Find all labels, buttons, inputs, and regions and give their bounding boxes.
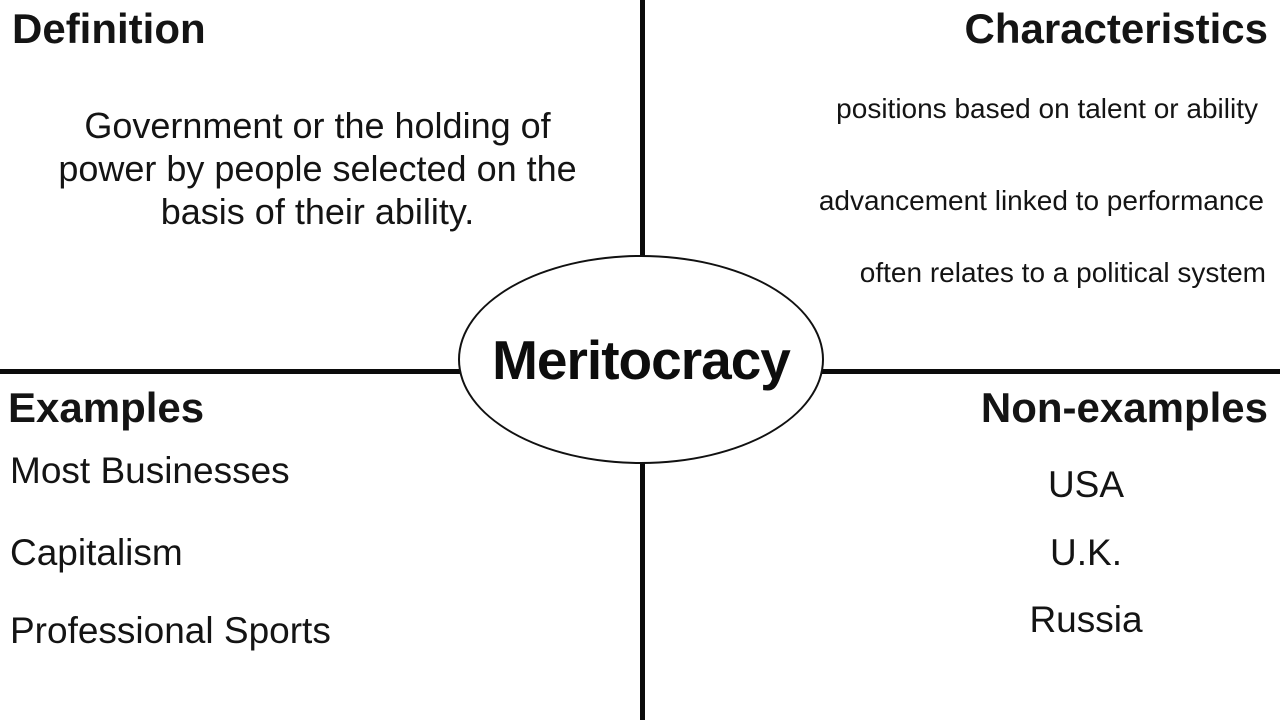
non-example-item-2: U.K. <box>1050 532 1122 573</box>
non-example-item-1: USA <box>1047 464 1125 505</box>
characteristic-item-2: advancement linked to performance <box>818 185 1264 216</box>
definition-line-3: basis of their ability. <box>160 191 475 232</box>
definition-heading: Definition <box>12 5 206 52</box>
example-item-2: Capitalism <box>10 532 183 573</box>
example-item-3: Professional Sports <box>10 610 331 651</box>
examples-heading: Examples <box>8 384 205 431</box>
characteristic-item-1: positions based on talent or ability <box>836 93 1258 124</box>
definition-line-2: power by people selected on the <box>58 148 577 189</box>
center-term-label: Meritocracy <box>492 328 791 391</box>
definition-text: Government or the holding of power by pe… <box>5 104 630 233</box>
center-term-ellipse: Meritocracy <box>458 255 824 464</box>
non-examples-heading: Non-examples <box>980 384 1268 431</box>
non-example-item-3: Russia <box>1029 599 1143 640</box>
characteristics-heading: Characteristics <box>964 5 1269 52</box>
definition-line-1: Government or the holding of <box>84 105 551 146</box>
example-item-1: Most Businesses <box>10 450 290 491</box>
characteristic-item-3: often relates to a political system <box>859 257 1266 288</box>
